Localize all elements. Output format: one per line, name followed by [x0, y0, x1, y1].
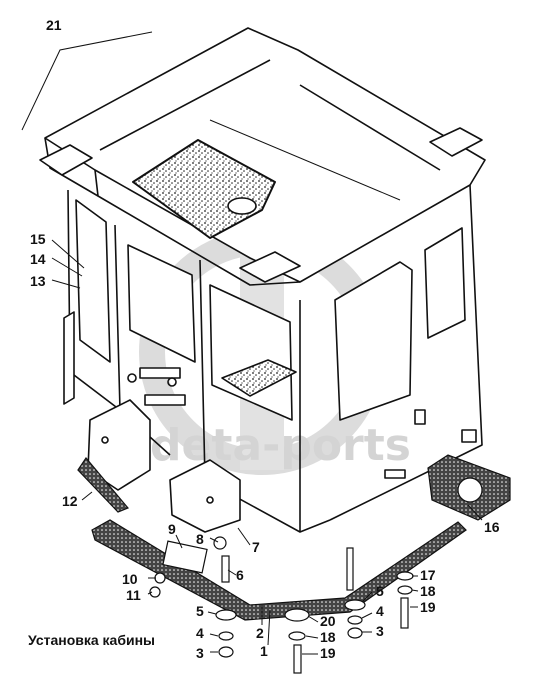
- callout-2: 2: [256, 625, 264, 641]
- gasket-2: [91, 519, 467, 621]
- washer-18-right: [397, 585, 413, 595]
- diagram-caption: Установка кабины: [28, 632, 156, 648]
- callout-4-left: 4: [196, 625, 204, 641]
- callout-12: 12: [62, 493, 78, 509]
- callout-19-center: 19: [320, 645, 336, 661]
- callout-5-right: 5: [376, 583, 384, 599]
- callout-11: 11: [126, 587, 141, 603]
- callout-4-right: 4: [376, 603, 384, 619]
- bolt-19-right: [400, 597, 409, 629]
- nut-11: [149, 586, 161, 598]
- bolt-8: [213, 536, 227, 550]
- callout-20: 20: [320, 613, 336, 629]
- callout-5-left: 5: [196, 603, 204, 619]
- nut-3-right: [347, 627, 363, 639]
- callout-6: 6: [236, 567, 244, 583]
- callout-14: 14: [30, 251, 46, 267]
- callout-13: 13: [30, 273, 46, 289]
- washer-4-left: [218, 631, 234, 641]
- cab-body: [39, 27, 486, 533]
- callout-16: 16: [484, 519, 500, 535]
- bolt-19-center: [293, 644, 302, 674]
- gasket-12: [77, 457, 129, 513]
- bracket-9: [162, 540, 208, 574]
- callout-19-right: 19: [420, 599, 436, 615]
- callout-17: 17: [420, 567, 436, 583]
- callout-7: 7: [252, 539, 260, 555]
- callout-1: 1: [260, 643, 268, 659]
- bolt-6: [221, 555, 230, 583]
- callout-3-left: 3: [196, 645, 204, 661]
- washer-20: [284, 608, 310, 622]
- watermark-text: deta-ports: [150, 420, 411, 471]
- washer-18-center: [288, 631, 306, 641]
- floor-gaskets: [77, 454, 511, 621]
- washer-5-right: [344, 599, 366, 611]
- callout-15: 15: [30, 231, 46, 247]
- washer-10: [154, 572, 166, 584]
- callout-18-center: 18: [320, 629, 336, 645]
- washer-17: [396, 571, 414, 581]
- fasteners: [149, 536, 414, 674]
- callout-9: 9: [168, 521, 176, 537]
- callout-labels: 21 15 14 13 12 16 9 8 7 6 10 11 5 4 3 2 …: [30, 17, 500, 661]
- leader-lines: [21, 31, 483, 655]
- callout-8: 8: [196, 531, 204, 547]
- callout-3-right: 3: [376, 623, 384, 639]
- washer-4-right: [347, 615, 363, 625]
- callout-10: 10: [122, 571, 138, 587]
- callout-21: 21: [46, 17, 62, 33]
- washer-5-left: [215, 609, 237, 621]
- callout-18-right: 18: [420, 583, 436, 599]
- nut-3-left: [218, 646, 234, 658]
- bolt-under-cab: [346, 547, 354, 591]
